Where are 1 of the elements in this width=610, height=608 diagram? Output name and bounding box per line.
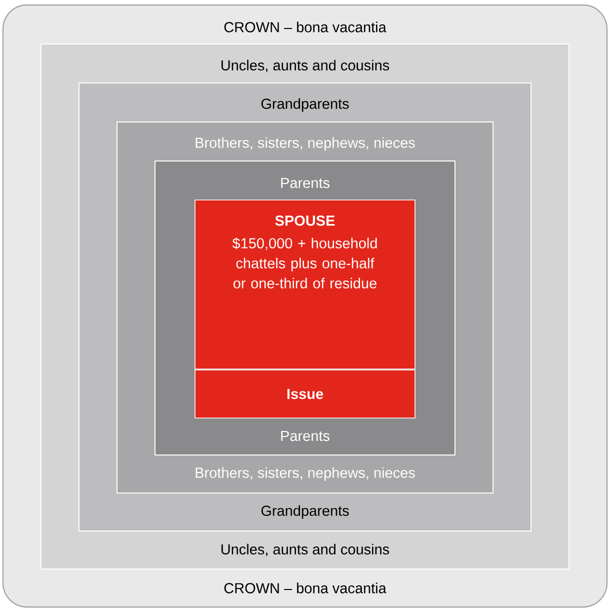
inheritance-box: Issue <box>194 370 416 418</box>
